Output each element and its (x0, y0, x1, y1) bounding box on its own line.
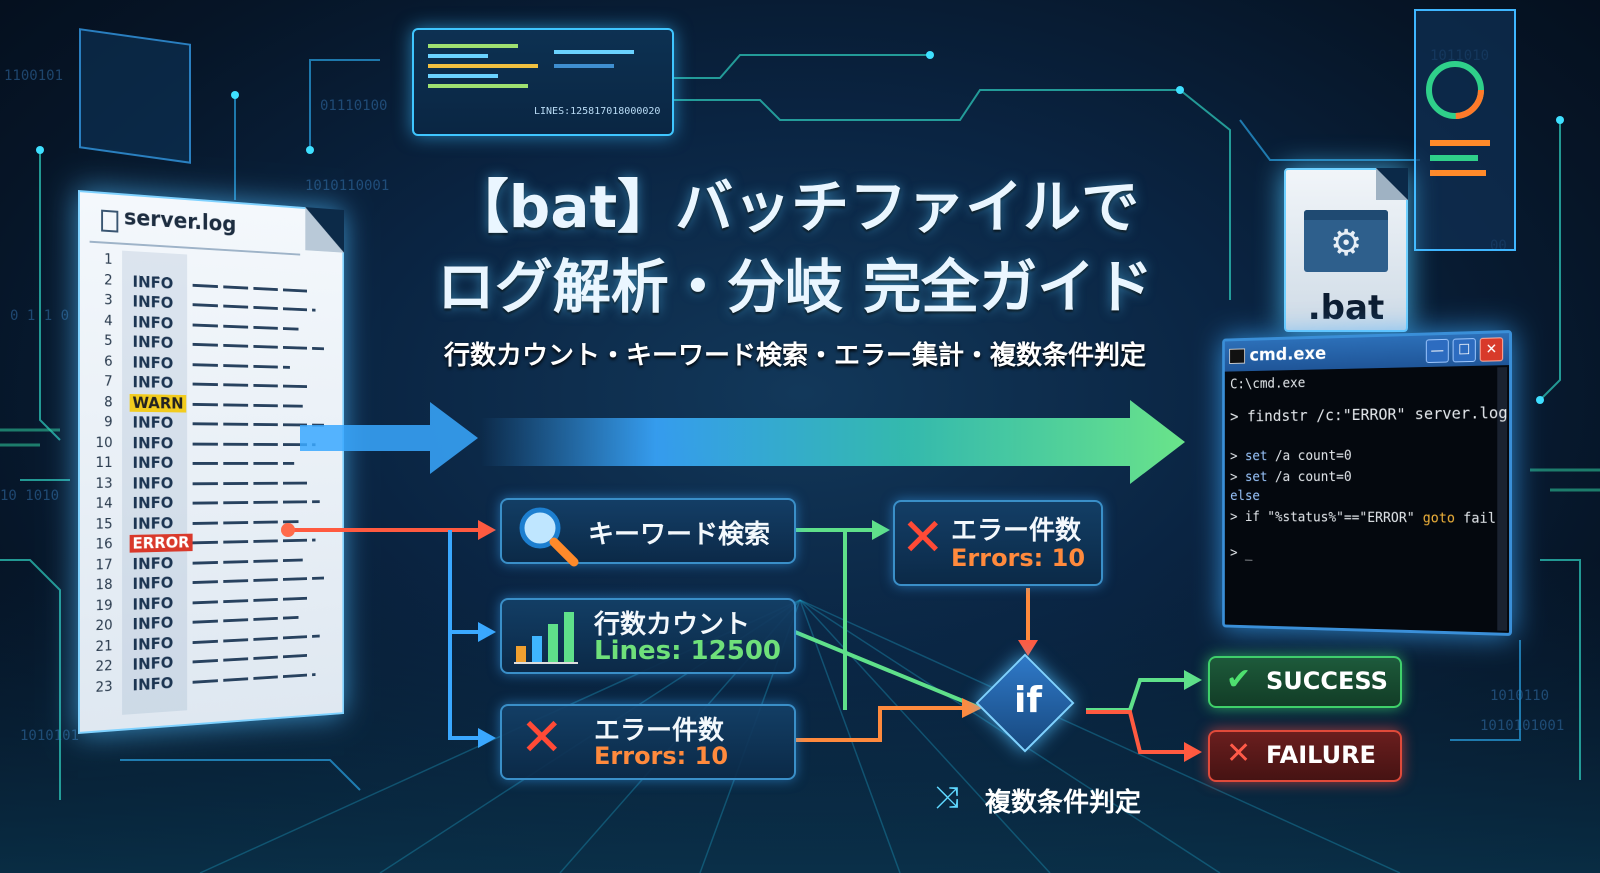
cmd-line: > _ (1230, 545, 1252, 560)
keyword-search-label: キーワード検索 (588, 520, 771, 550)
screen-line (428, 44, 518, 48)
maximize-icon[interactable]: ☐ (1452, 338, 1476, 363)
cmd-prompt: > (1230, 407, 1239, 426)
cmd-text: findstr /c:"ERROR" server.log (1247, 403, 1508, 426)
error-count-label: エラー件数 (594, 716, 725, 746)
close-icon[interactable]: ✕ (1479, 337, 1504, 362)
title-line-2: ログ解析・分岐 完全ガイド (436, 253, 1154, 321)
minimize-icon[interactable]: — (1425, 338, 1449, 364)
error-count-top-value: Errors: 10 (951, 544, 1086, 572)
x-mark-icon: ✕ (520, 708, 564, 768)
page-fold (1376, 168, 1408, 200)
x-mark-icon: ✕ (1226, 736, 1252, 771)
failure-label: FAILURE (1266, 741, 1376, 769)
top-log-screen: LINES:125817018000020 (412, 28, 674, 136)
cmd-line: > findstr /c:"ERROR" server.log (1230, 403, 1508, 425)
x-mark-icon: ✕ (901, 508, 945, 568)
window-graphic (1304, 210, 1388, 272)
gear-icon: ⚙ (1330, 223, 1363, 264)
cmd-line: C:\cmd.exe (1230, 376, 1305, 393)
main-arrow (300, 400, 1185, 484)
shuffle-icon: ⤨ (935, 780, 959, 815)
svg-text:1100101: 1100101 (4, 68, 63, 84)
cmd-text: /a count=0 (1274, 469, 1352, 485)
cmd-keyword: set (1244, 469, 1268, 485)
cmd-prompt: > (1230, 448, 1238, 465)
svg-text:1010101001: 1010101001 (1480, 718, 1564, 734)
svg-text:1010110: 1010110 (1490, 688, 1549, 704)
error-count-value: Errors: 10 (594, 742, 729, 770)
screen-line (554, 50, 634, 54)
success-label: SUCCESS (1266, 667, 1388, 695)
cmd-keyword: set (1244, 448, 1268, 465)
screen-line (428, 74, 498, 78)
screen-line (428, 84, 528, 88)
error-count-top-box: ✕ エラー件数 Errors: 10 (893, 500, 1103, 586)
svg-text:10 1010: 10 1010 (0, 488, 59, 504)
cmd-line: > set /a count=0 (1230, 469, 1352, 484)
cmd-title-bar: cmd.exe — ☐ ✕ (1224, 333, 1510, 372)
bat-file-label: .bat (1307, 288, 1385, 328)
magnifier-icon (519, 507, 579, 567)
success-box: ✔ SUCCESS (1208, 656, 1402, 708)
cmd-line: > if "%status%"=="ERROR" goto fail (1230, 509, 1496, 526)
failure-box: ✕ FAILURE (1208, 730, 1402, 782)
line-count-box: 行数カウント Lines: 12500 (500, 598, 796, 674)
bat-file-icon: ⚙ .bat (1284, 168, 1408, 332)
cmd-keyword: else (1230, 488, 1260, 504)
error-count-box: ✕ エラー件数 Errors: 10 (500, 704, 796, 780)
multi-condition-label: 複数条件判定 (985, 788, 1142, 818)
terminal-icon (1229, 348, 1246, 364)
screen-line (428, 54, 488, 58)
cmd-line: > set /a count=0 (1230, 448, 1352, 464)
screen-line (428, 64, 538, 68)
title-line-1: 【bat】バッチファイルで (450, 173, 1140, 241)
svg-text:1010110001: 1010110001 (305, 178, 389, 194)
cmd-text: if "%status%"=="ERROR" (1244, 509, 1415, 527)
cmd-window-title: cmd.exe (1249, 343, 1327, 366)
svg-text:01110100: 01110100 (320, 98, 387, 114)
cmd-text: /a count=0 (1274, 448, 1352, 464)
keyword-search-box: キーワード検索 (500, 498, 796, 567)
line-count-value: Lines: 12500 (594, 636, 782, 666)
cmd-cursor: _ (1244, 545, 1253, 561)
lines-readout: LINES:125817018000020 (534, 106, 661, 117)
svg-text:1010101: 1010101 (20, 728, 79, 744)
check-icon: ✔ (1226, 662, 1252, 697)
window-bar (1304, 210, 1388, 220)
bar-chart-icon (514, 612, 578, 664)
cmd-keyword: goto (1422, 510, 1456, 527)
cmd-text: C:\cmd.exe (1230, 375, 1306, 393)
cmd-text: fail (1463, 510, 1496, 527)
cmd-prompt: > (1230, 469, 1238, 485)
line-count-label: 行数カウント (594, 610, 751, 640)
cmd-prompt: > (1230, 545, 1238, 561)
subtitle: 行数カウント・キーワード検索・エラー集計・複数条件判定 (443, 341, 1146, 371)
cmd-prompt: > (1230, 509, 1238, 525)
cmd-output: C:\cmd.exe > findstr /c:"ERROR" server.l… (1230, 371, 1508, 561)
screen-line (554, 64, 614, 68)
if-label: if (1013, 680, 1042, 721)
cmd-line: else (1230, 489, 1260, 504)
cmd-window: cmd.exe — ☐ ✕ C:\cmd.exe > findstr /c:"E… (1222, 330, 1512, 636)
svg-text:0 1 1 0: 0 1 1 0 (10, 308, 69, 324)
error-count-top-label: エラー件数 (951, 516, 1082, 546)
